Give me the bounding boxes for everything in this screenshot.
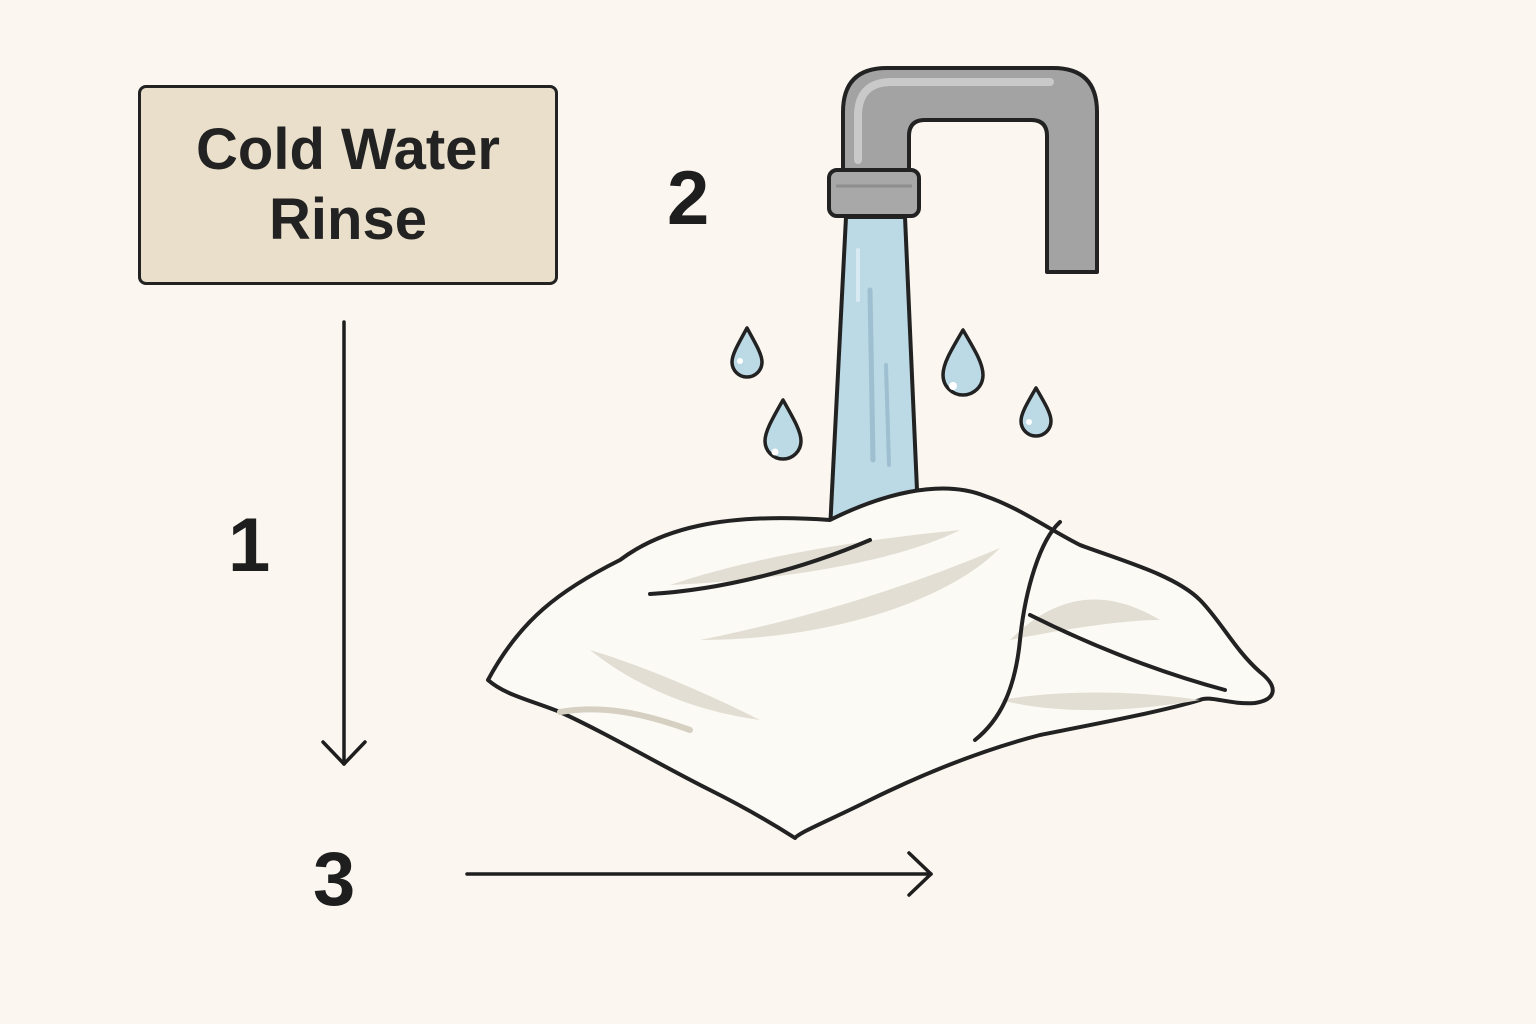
arrow-right-icon <box>465 851 933 897</box>
step-number-1: 1 <box>228 503 271 588</box>
cloth-icon <box>486 486 1275 840</box>
arrow-down-icon <box>321 320 367 766</box>
cold-water-rinse-sign: Cold Water Rinse <box>138 85 558 285</box>
step-number-3: 3 <box>313 837 356 922</box>
water-stream-icon <box>828 215 919 532</box>
sign-title-line-2: Rinse <box>269 187 427 252</box>
water-droplet-icon <box>730 326 1053 461</box>
step-number-2: 2 <box>667 156 710 241</box>
faucet-icon <box>827 66 1099 274</box>
sign-title-line-1: Cold Water <box>196 117 500 182</box>
